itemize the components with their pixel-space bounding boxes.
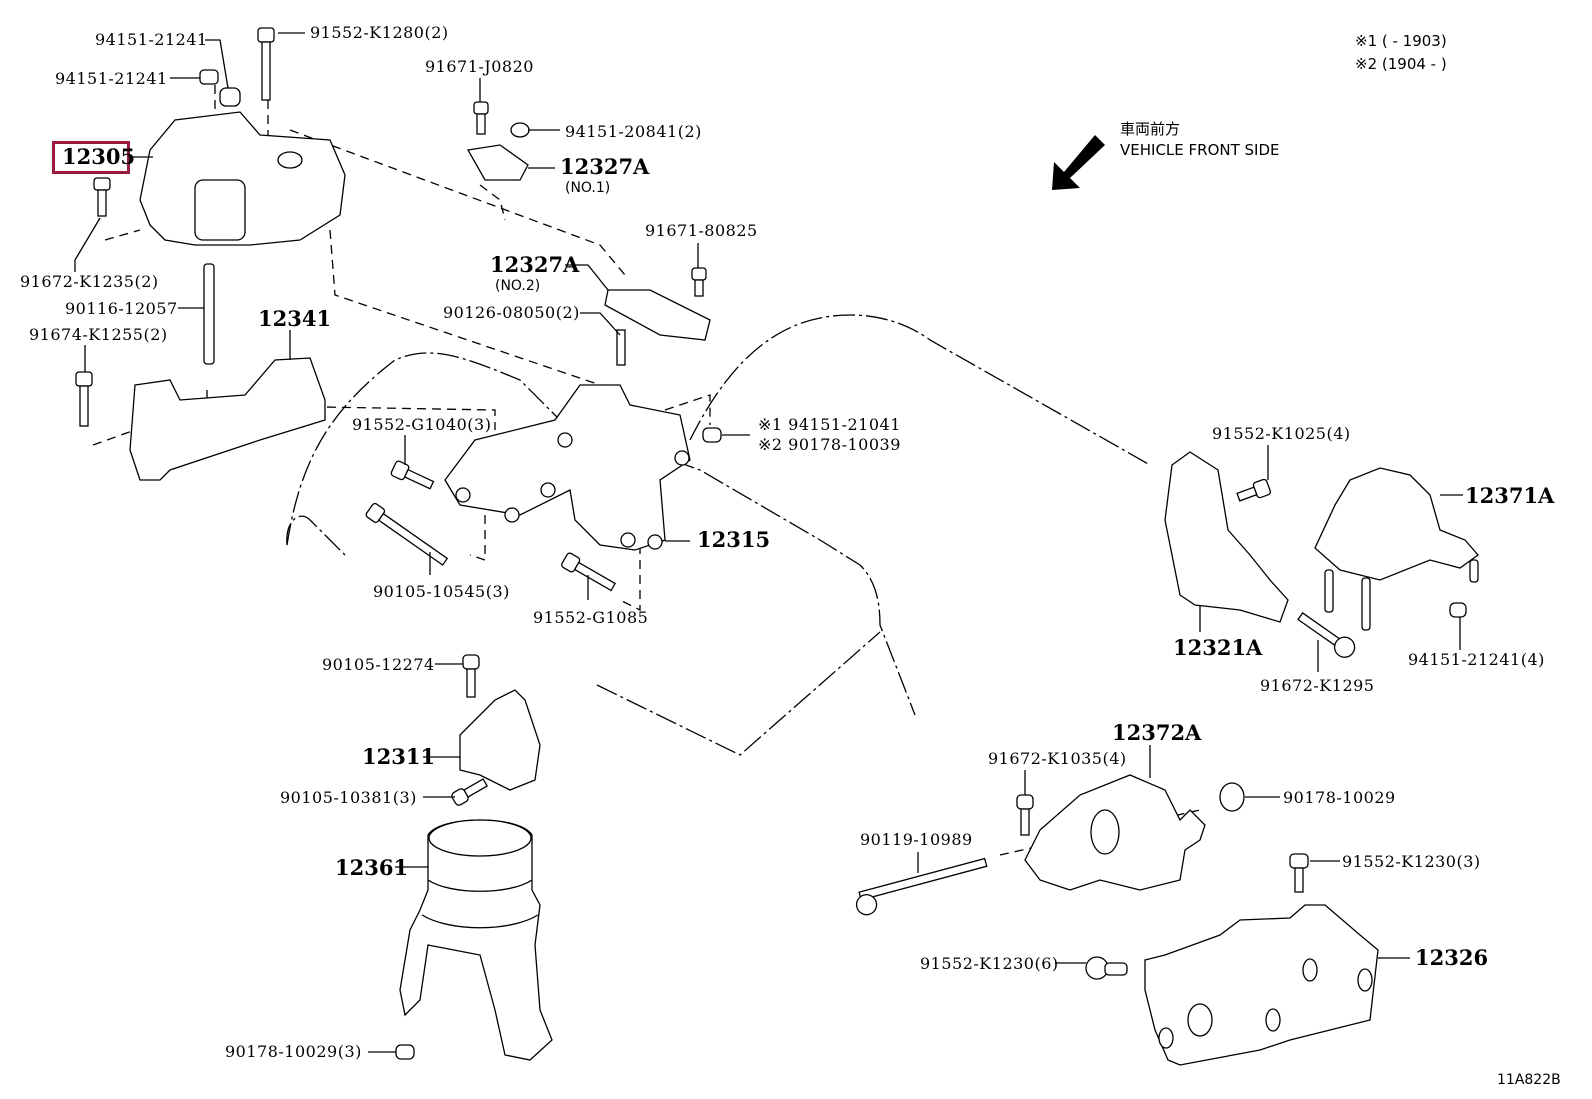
part-label-91671-80825[interactable]: 91671-80825 — [645, 221, 758, 240]
part-label-90119-10989[interactable]: 90119-10989 — [860, 830, 973, 849]
part-label-12315[interactable]: 12315 — [697, 527, 771, 552]
part-label-90178-10029-3[interactable]: 90178-10029(3) — [225, 1042, 362, 1061]
dashed-line — [92, 429, 136, 446]
part-label-91674-K1255[interactable]: 91674-K1255(2) — [29, 325, 168, 344]
dashed-line — [289, 129, 626, 276]
part-label-12326[interactable]: 12326 — [1415, 945, 1489, 970]
part-label-91552-G1085[interactable]: 91552-G1085 — [533, 608, 649, 627]
part-label-91672-K1035[interactable]: 91672-K1035(4) — [988, 749, 1127, 768]
dashed-line — [104, 229, 141, 241]
arrow-down-left-icon — [1052, 135, 1105, 190]
legend-note-2: ※2 (1904 - ) — [1355, 55, 1447, 73]
part-label-91672-K1235[interactable]: 91672-K1235(2) — [20, 272, 159, 291]
engine-outline-left — [286, 515, 346, 556]
part-12305 — [139, 111, 346, 246]
part-12327A-no1 — [466, 144, 529, 181]
part-label-91671-J0820[interactable]: 91671-J0820 — [425, 57, 534, 76]
part-12315 — [444, 384, 691, 551]
part-label-94151-20841[interactable]: 94151-20841(2) — [565, 122, 702, 141]
dashed-line — [619, 545, 641, 612]
diagram-code: 11A822B — [1497, 1072, 1561, 1088]
part-label-12372A[interactable]: 12372A — [1112, 720, 1202, 745]
legend-note-1: ※1 ( - 1903) — [1355, 32, 1447, 50]
dashed-line — [329, 229, 616, 391]
part-label-91552-G1040[interactable]: 91552-G1040(3) — [352, 415, 492, 434]
part-label-12341[interactable]: 12341 — [258, 306, 332, 331]
part-label-91552-K1280[interactable]: 91552-K1280(2) — [310, 23, 449, 42]
part-label-91552-K1230-3[interactable]: 91552-K1230(3) — [1342, 852, 1481, 871]
part-label-12327A-no1[interactable]: 12327A — [560, 154, 650, 179]
part-12326 — [1144, 904, 1379, 1066]
part-label-90105-12274[interactable]: 90105-12274 — [322, 655, 435, 674]
part-label-94151-21241-4[interactable]: 94151-21241(4) — [1408, 650, 1545, 669]
engine-outline-upper — [689, 314, 1151, 466]
direction-label-jp: 車両前方 — [1120, 120, 1181, 138]
part-label-12311[interactable]: 12311 — [362, 744, 436, 769]
dashed-line — [479, 184, 506, 221]
part-12371A — [1314, 467, 1479, 581]
part-label-94151-21241[interactable]: 94151-21241 — [95, 30, 208, 49]
part-sublabel-no1: (NO.1) — [565, 180, 611, 196]
part-label-94151-21241[interactable]: 94151-21241 — [55, 69, 168, 88]
direction-label-en: VEHICLE FRONT SIDE — [1120, 141, 1280, 159]
part-12327A-no2 — [604, 289, 711, 341]
part-label-12371A[interactable]: 12371A — [1465, 483, 1555, 508]
part-label-90126-08050[interactable]: 90126-08050(2) — [443, 303, 580, 322]
part-label-12305-highlighted[interactable]: 12305 — [62, 144, 136, 169]
part-label-nut-variant-1[interactable]: ※1 94151-21041 — [758, 415, 901, 434]
part-12311 — [459, 689, 541, 791]
part-label-90105-10545[interactable]: 90105-10545(3) — [373, 582, 510, 601]
part-label-90105-10381[interactable]: 90105-10381(3) — [280, 788, 417, 807]
part-label-12361[interactable]: 12361 — [335, 855, 409, 880]
part-label-nut-variant-2[interactable]: ※2 90178-10039 — [758, 435, 901, 454]
part-label-90178-10029[interactable]: 90178-10029 — [1283, 788, 1396, 807]
dashed-line — [664, 394, 711, 425]
part-label-91552-K1230-6[interactable]: 91552-K1230(6) — [920, 954, 1059, 973]
highlight-box — [52, 141, 130, 174]
part-12341 — [129, 357, 326, 481]
part-label-91672-K1295[interactable]: 91672-K1295 — [1260, 676, 1375, 695]
dashed-line — [469, 500, 486, 561]
part-label-12327A-no2[interactable]: 12327A — [490, 252, 580, 277]
part-label-90116-12057[interactable]: 90116-12057 — [65, 299, 178, 318]
part-sublabel-no2: (NO.2) — [495, 278, 541, 294]
part-12321A — [1164, 451, 1289, 623]
part-label-91552-K1025[interactable]: 91552-K1025(4) — [1212, 424, 1351, 443]
engine-outline — [286, 352, 916, 716]
engine-outline-lower — [596, 631, 881, 756]
part-label-12321A[interactable]: 12321A — [1173, 635, 1263, 660]
